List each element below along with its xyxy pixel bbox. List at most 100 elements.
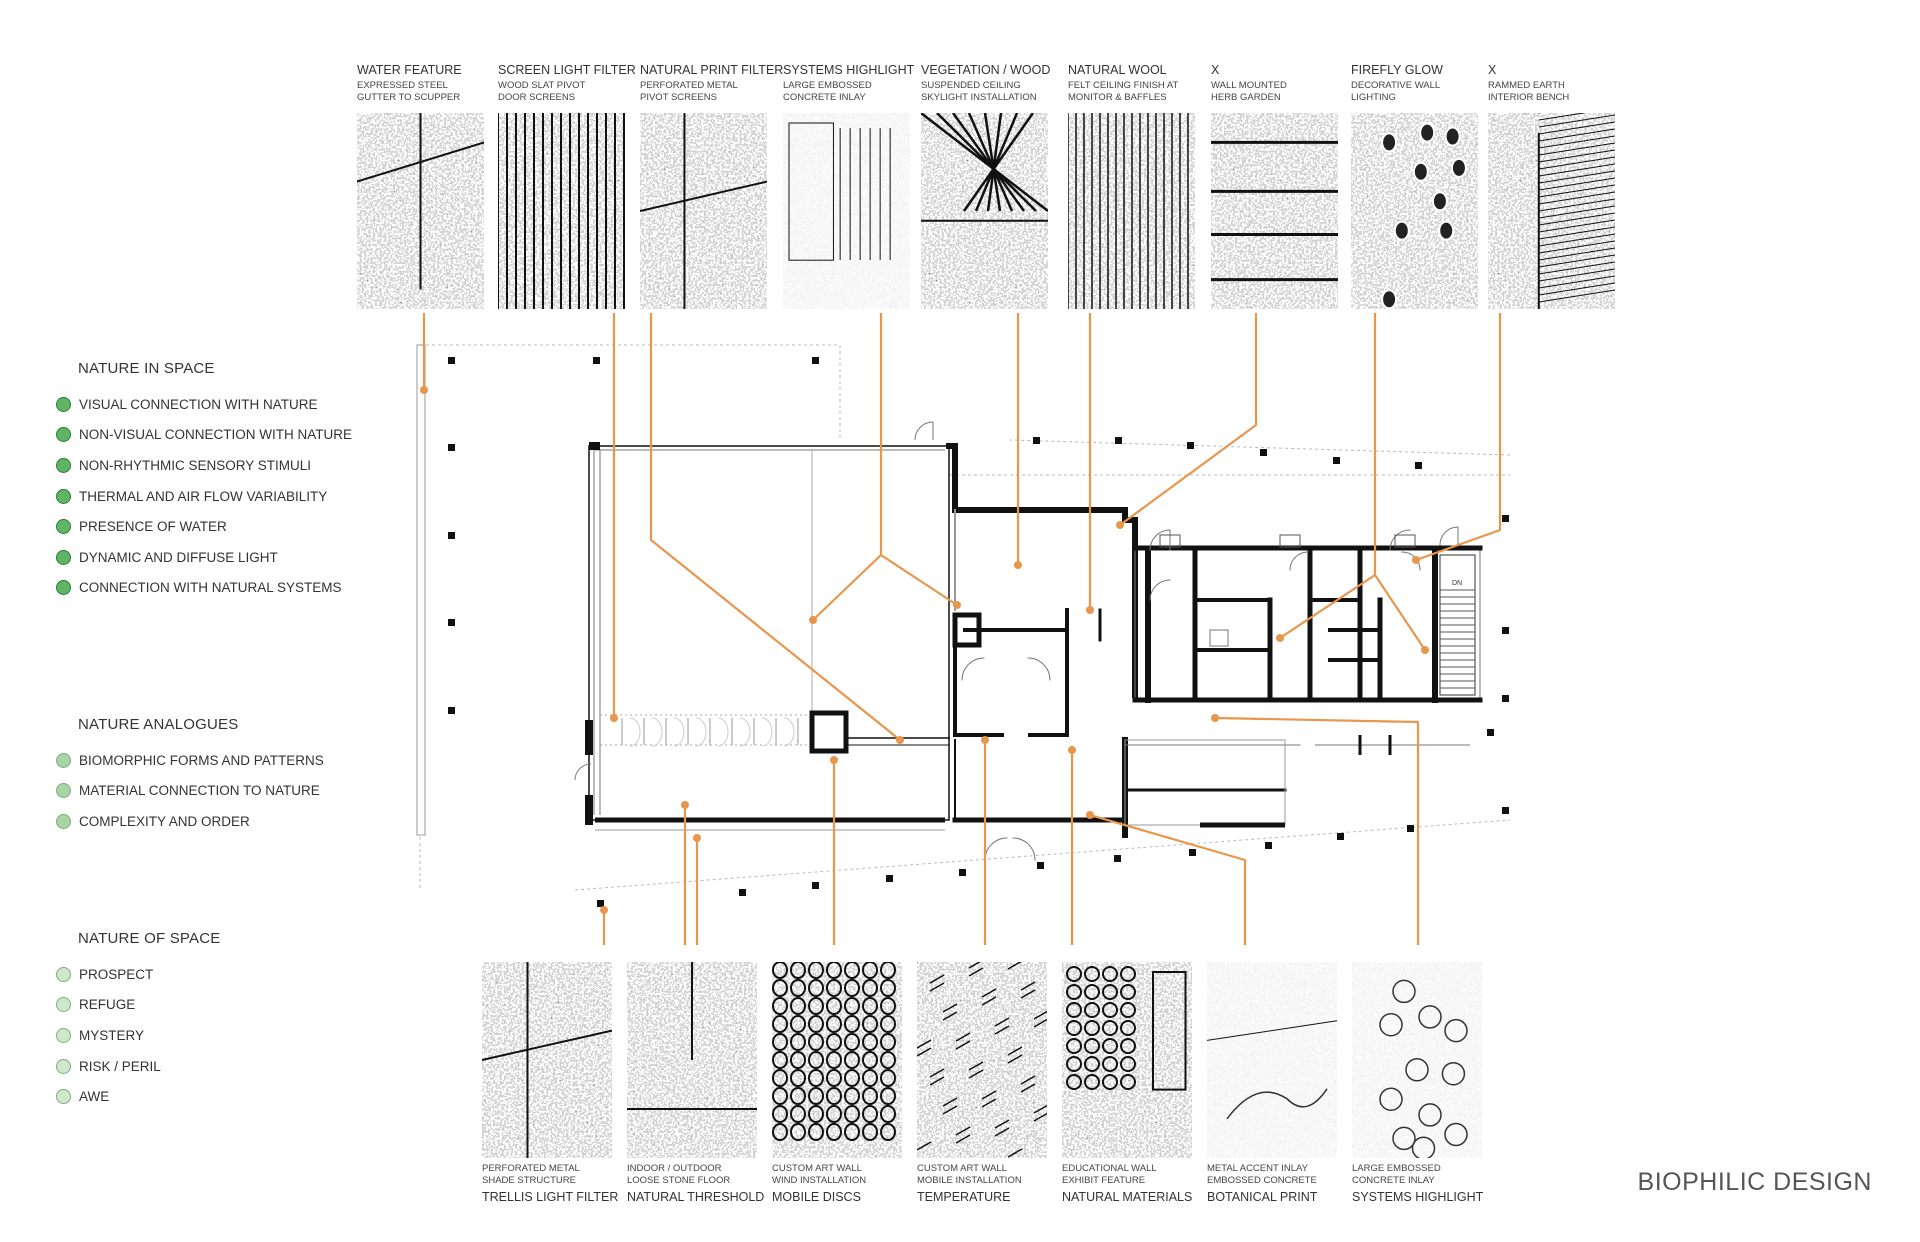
legend-item: DYNAMIC AND DIFFUSE LIGHT <box>56 542 352 573</box>
leader-dot <box>896 736 904 744</box>
legend-dot-icon <box>56 1058 71 1074</box>
top-photo-panel <box>1351 113 1478 309</box>
column <box>597 900 604 907</box>
legend-item-label: PRESENCE OF WATER <box>79 519 227 535</box>
leader-dot <box>610 714 618 722</box>
legend-item: PRESENCE OF WATER <box>56 511 352 542</box>
photo-subtitle: DOOR SCREENS <box>498 92 576 103</box>
photo-subtitle: EMBOSSED CONCRETE <box>1207 1175 1317 1186</box>
column <box>1407 825 1414 832</box>
floor-plan: DN <box>416 344 1511 907</box>
leader-dot <box>1086 606 1094 614</box>
leader-dot <box>420 386 428 394</box>
legend-item: MYSTERY <box>56 1020 220 1051</box>
photo-subtitle: LARGE EMBOSSED <box>1352 1163 1441 1174</box>
column <box>886 875 893 882</box>
core-walls <box>946 443 1301 861</box>
leader-line <box>1415 313 1502 562</box>
top-photo-panel <box>1488 113 1615 309</box>
photo-subtitle: LIGHTING <box>1351 92 1396 103</box>
leader-dot <box>809 616 817 624</box>
leader-dot <box>681 801 689 809</box>
leader-dot <box>600 906 608 914</box>
photo-title: NATURAL THRESHOLD <box>627 1190 765 1204</box>
legend-dot-icon <box>56 549 71 565</box>
photo-title: WATER FEATURE <box>357 63 462 77</box>
column <box>959 869 966 876</box>
legend-dot-icon <box>56 752 71 768</box>
column <box>1189 849 1196 856</box>
leader-dot <box>1421 646 1429 654</box>
column <box>1115 437 1122 444</box>
leader-dot <box>1412 556 1420 564</box>
legend-item-label: PROSPECT <box>79 966 154 982</box>
bottom-photo-panel <box>482 962 612 1158</box>
legend-item-label: MATERIAL CONNECTION TO NATURE <box>79 783 320 799</box>
structural-columns <box>448 357 1509 907</box>
top-photo-panel <box>357 113 484 309</box>
photo-subtitle: DECORATIVE WALL <box>1351 80 1441 91</box>
column <box>1260 449 1267 456</box>
photo-subtitle: EXPRESSED STEEL <box>357 80 448 91</box>
legend-dot-icon <box>56 813 71 829</box>
photo-title: SYSTEMS HIGHLIGHT <box>783 63 915 77</box>
legend-item-label: NON-VISUAL CONNECTION WITH NATURE <box>79 427 353 443</box>
stair-label: DN <box>1452 580 1462 587</box>
legend-dot-icon <box>56 1089 71 1105</box>
column <box>1037 862 1044 869</box>
column <box>1033 437 1040 444</box>
photo-subtitle: SHADE STRUCTURE <box>482 1175 576 1186</box>
bottom-photo-panel <box>1062 962 1192 1158</box>
photo-subtitle: CUSTOM ART WALL <box>772 1163 862 1174</box>
photo-title: BOTANICAL PRINT <box>1207 1190 1318 1204</box>
legend-dot-icon <box>56 427 71 443</box>
leader-dot <box>1276 634 1284 642</box>
column <box>1114 855 1121 862</box>
leader-lines <box>422 313 1502 945</box>
restroom-block <box>1132 526 1483 703</box>
legend-dot-icon <box>56 396 71 412</box>
photo-subtitle: WOOD SLAT PIVOT <box>498 80 586 91</box>
leader-dot <box>1014 561 1022 569</box>
legend-dot-icon <box>56 783 71 799</box>
legend-dot-icon <box>56 457 71 473</box>
legend-item-label: BIOMORPHIC FORMS AND PATTERNS <box>79 752 324 768</box>
column <box>1187 442 1194 449</box>
legend-dot-icon <box>56 488 71 504</box>
column <box>1265 842 1272 849</box>
bottom-photo-row <box>482 962 1482 1158</box>
top-photo-panel <box>498 113 625 309</box>
leader-dot <box>693 834 701 842</box>
photo-subtitle: SUSPENDED CEILING <box>921 80 1021 91</box>
legend-item: AWE <box>56 1081 220 1112</box>
site-edge-bar <box>416 344 426 836</box>
legend-item-label: COMPLEXITY AND ORDER <box>79 813 250 829</box>
photo-subtitle: INTERIOR BENCH <box>1488 92 1570 103</box>
legend-heading: NATURE OF SPACE <box>78 930 221 947</box>
photo-title: SYSTEMS HIGHLIGHT <box>1352 1190 1484 1204</box>
leader-endpoints <box>420 386 1429 914</box>
leader-line <box>812 313 883 621</box>
photo-title: TEMPERATURE <box>917 1190 1011 1204</box>
leader-line <box>1089 813 1247 945</box>
legend-dot-icon <box>56 997 71 1013</box>
column <box>1415 462 1422 469</box>
legend-item: RISK / PERIL <box>56 1051 220 1082</box>
top-photo-panel <box>640 113 767 309</box>
photo-title: NATURAL PRINT FILTER <box>640 63 784 77</box>
bottom-photo-panel <box>627 962 757 1158</box>
photo-subtitle: RAMMED EARTH <box>1488 80 1565 91</box>
legend-item: PROSPECT <box>56 959 220 990</box>
legend-item: NON-VISUAL CONNECTION WITH NATURE <box>56 420 352 451</box>
column <box>448 444 455 451</box>
